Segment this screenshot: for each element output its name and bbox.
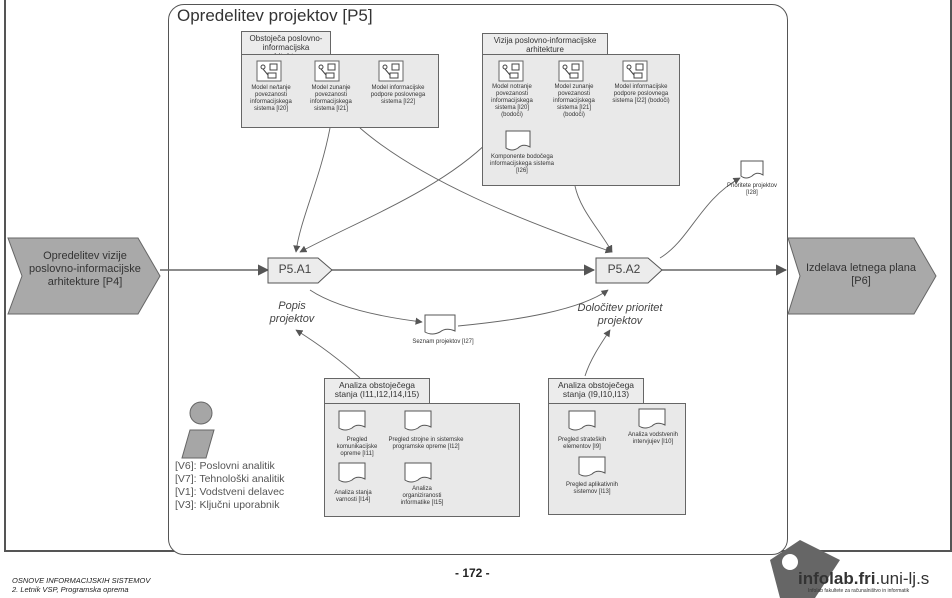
activity-a1-shape bbox=[267, 257, 333, 284]
flow-cs1-a1 bbox=[295, 329, 361, 379]
flow-existing-a1 bbox=[293, 127, 331, 253]
document-icon bbox=[578, 456, 606, 477]
current-state-2-title: Analiza obstoječega stanja (I9,I10,I13) bbox=[548, 378, 644, 404]
process-title: Opredelitev projektov [P5] bbox=[177, 6, 373, 25]
vision-doc: Komponente bodočega informacijskega sist… bbox=[489, 154, 555, 174]
vision-item-2: Model zunanje povezanosti informacijskeg… bbox=[553, 84, 595, 118]
output-arrow-label: Izdelava letnega plana [P6] bbox=[805, 262, 917, 287]
brand-part-a: infolab. bbox=[798, 569, 859, 588]
current-state-1-title: Analiza obstoječega stanja (I11,I12,I14,… bbox=[324, 378, 430, 404]
cs1-item-3: Analiza stanja varnosti [I14] bbox=[334, 490, 372, 503]
document-icon bbox=[338, 410, 366, 431]
model-icon bbox=[314, 60, 340, 82]
brand-part-c: .uni-lj.s bbox=[875, 569, 930, 588]
legend-item: [V6]: Poslovni analitik bbox=[175, 460, 275, 472]
model-icon bbox=[622, 60, 648, 82]
flow-a2-priorities bbox=[659, 177, 741, 259]
vision-item-3: Model informacijske podpore poslovnega s… bbox=[612, 84, 670, 104]
document-icon bbox=[338, 462, 366, 483]
activity-a2-name: Določitev prioritet projektov bbox=[577, 302, 663, 327]
cs1-item-4: Analiza organiziranosti informatike [I15… bbox=[400, 486, 444, 506]
activity-a1-id: P5.A1 bbox=[278, 262, 312, 276]
existing-item-3: Model informacijske podpore poslovnega s… bbox=[370, 85, 426, 105]
input-arrow-label: Opredelitev vizije poslovno-informacijsk… bbox=[29, 250, 141, 288]
project-list-doc-label: Seznam projektov [I27] bbox=[412, 339, 474, 345]
activity-a1-name: Popis projektov bbox=[269, 300, 315, 325]
flow-cs2-a2 bbox=[584, 329, 611, 377]
footer-course-year: 2. Letnik VSP, Programska oprema bbox=[12, 585, 129, 594]
document-icon bbox=[404, 410, 432, 431]
activity-a2-id: P5.A2 bbox=[607, 262, 641, 276]
existing-item-1: Model ne/tanje povezanosti informacijske… bbox=[250, 85, 292, 112]
legend-item: [V7]: Tehnološki analitik bbox=[175, 473, 285, 485]
existing-item-2: Model zunanje povezanosti informacijskeg… bbox=[310, 85, 352, 112]
cs2-item-1: Pregled strateških elementov [I9] bbox=[557, 437, 607, 450]
vision-arch-title: Vizija poslovno-informacijske arhitektur… bbox=[482, 33, 608, 55]
flow-vision-a2 bbox=[574, 185, 613, 253]
footer-course: OSNOVE INFORMACIJSKIH SISTEMOV 2. Letnik… bbox=[12, 576, 150, 594]
activity-a2-shape bbox=[595, 257, 663, 284]
document-icon bbox=[638, 408, 666, 429]
document-icon bbox=[404, 462, 432, 483]
person-body bbox=[181, 429, 215, 459]
existing-arch-title: Obstoječa poslovno-informacijska arhitek… bbox=[241, 31, 331, 61]
document-icon bbox=[740, 160, 764, 179]
input-big-arrow bbox=[7, 237, 161, 315]
model-icon bbox=[378, 60, 404, 82]
flow-list-a2 bbox=[457, 289, 609, 327]
person-head bbox=[189, 401, 213, 425]
model-icon bbox=[256, 60, 282, 82]
output-big-arrow bbox=[787, 237, 937, 315]
flow-a1-list bbox=[309, 289, 423, 325]
model-icon bbox=[558, 60, 584, 82]
page-number: - 172 - bbox=[455, 566, 490, 580]
logo-dot bbox=[782, 554, 798, 570]
footer-course-title: OSNOVE INFORMACIJSKIH SISTEMOV bbox=[12, 576, 151, 585]
cs1-item-1: Pregled komunikacijske opreme [I11] bbox=[336, 437, 378, 457]
cs2-item-2: Analiza vodstvenih intervjujev [I10] bbox=[627, 432, 679, 445]
cs1-item-2: Pregled strojne in sistemske programske … bbox=[388, 437, 464, 450]
legend-item: [V1]: Vodstveni delavec bbox=[175, 486, 285, 498]
brand-subtitle: Infolab fakultete za računalništvo in in… bbox=[808, 588, 910, 594]
cs2-item-3: Pregled aplikativnih sistemov [I13] bbox=[565, 482, 619, 495]
document-icon bbox=[505, 130, 531, 151]
flow-existing-a2 bbox=[359, 127, 613, 254]
legend-item: [V3]: Ključni uporabnik bbox=[175, 499, 280, 511]
document-icon bbox=[568, 410, 596, 431]
document-icon bbox=[424, 314, 456, 335]
current-state-2-group bbox=[548, 403, 686, 515]
brand-part-b: fri bbox=[858, 569, 876, 588]
roles-legend: [V6]: Poslovni analitik [V7]: Tehnološki… bbox=[175, 460, 285, 512]
priorities-doc-label: Prioritete projektov [I28] bbox=[726, 183, 778, 196]
model-icon bbox=[498, 60, 524, 82]
flow-vision-a1 bbox=[299, 139, 491, 253]
vision-item-1: Model notranje povezanosti informacijske… bbox=[491, 84, 533, 118]
brand-logo-text: infolab.fri.uni-lj.s bbox=[798, 569, 929, 589]
